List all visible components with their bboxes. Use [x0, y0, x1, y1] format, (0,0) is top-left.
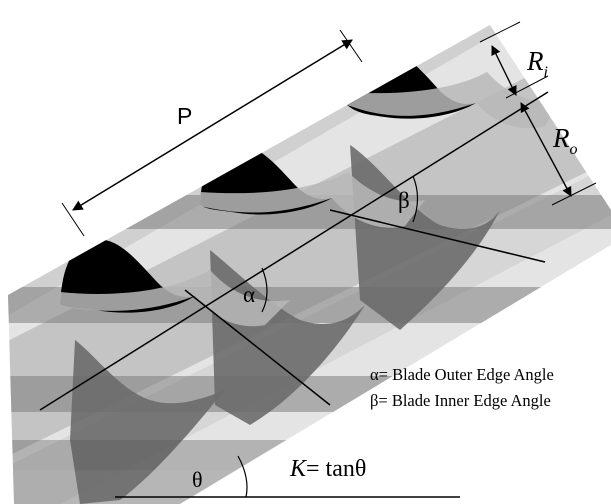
alpha-label: α: [243, 282, 255, 307]
beta-definition: β= Blade Inner Edge Angle: [370, 391, 551, 410]
theta-angle-arc: [237, 455, 248, 498]
ri-extension-top: [479, 21, 521, 43]
pitch-extension-right: [339, 29, 363, 63]
pitch-dimension-line: [72, 39, 353, 211]
alpha-angle-arc: [261, 267, 268, 313]
screw-axis-line: [39, 91, 549, 411]
ro-label: Ro: [552, 123, 578, 158]
pitch-label: P: [177, 103, 192, 129]
ri-subscript: i: [544, 64, 548, 81]
blade-lower-face-3: [350, 145, 500, 330]
theta-label: θ: [192, 467, 203, 492]
cylinder-band-middle: [8, 60, 611, 460]
ro-extension-bottom: [551, 182, 597, 206]
ro-subscript: o: [570, 141, 578, 158]
slope-formula: K= tanθ: [289, 456, 366, 482]
flight-surface-3: [345, 72, 560, 129]
flight-surface-1: [60, 270, 290, 327]
beta-label: β: [398, 188, 410, 213]
pitch-extension-left: [61, 202, 85, 237]
alpha-tangent-line: [184, 289, 331, 406]
beta-angle-arc: [412, 175, 419, 223]
blade-lower-face-2: [210, 250, 365, 425]
ri-extension-bottom: [505, 75, 549, 99]
ro-dimension-line: [520, 102, 572, 197]
slope-k: K: [289, 456, 308, 482]
beta-tangent-line: [329, 209, 546, 263]
slope-rest: = tanθ: [306, 456, 366, 482]
blade-lower-face-1: [70, 340, 225, 504]
ri-dimension-line: [491, 45, 517, 96]
ri-label: Ri: [526, 46, 548, 81]
alpha-definition: α= Blade Outer Edge Angle: [370, 365, 554, 384]
